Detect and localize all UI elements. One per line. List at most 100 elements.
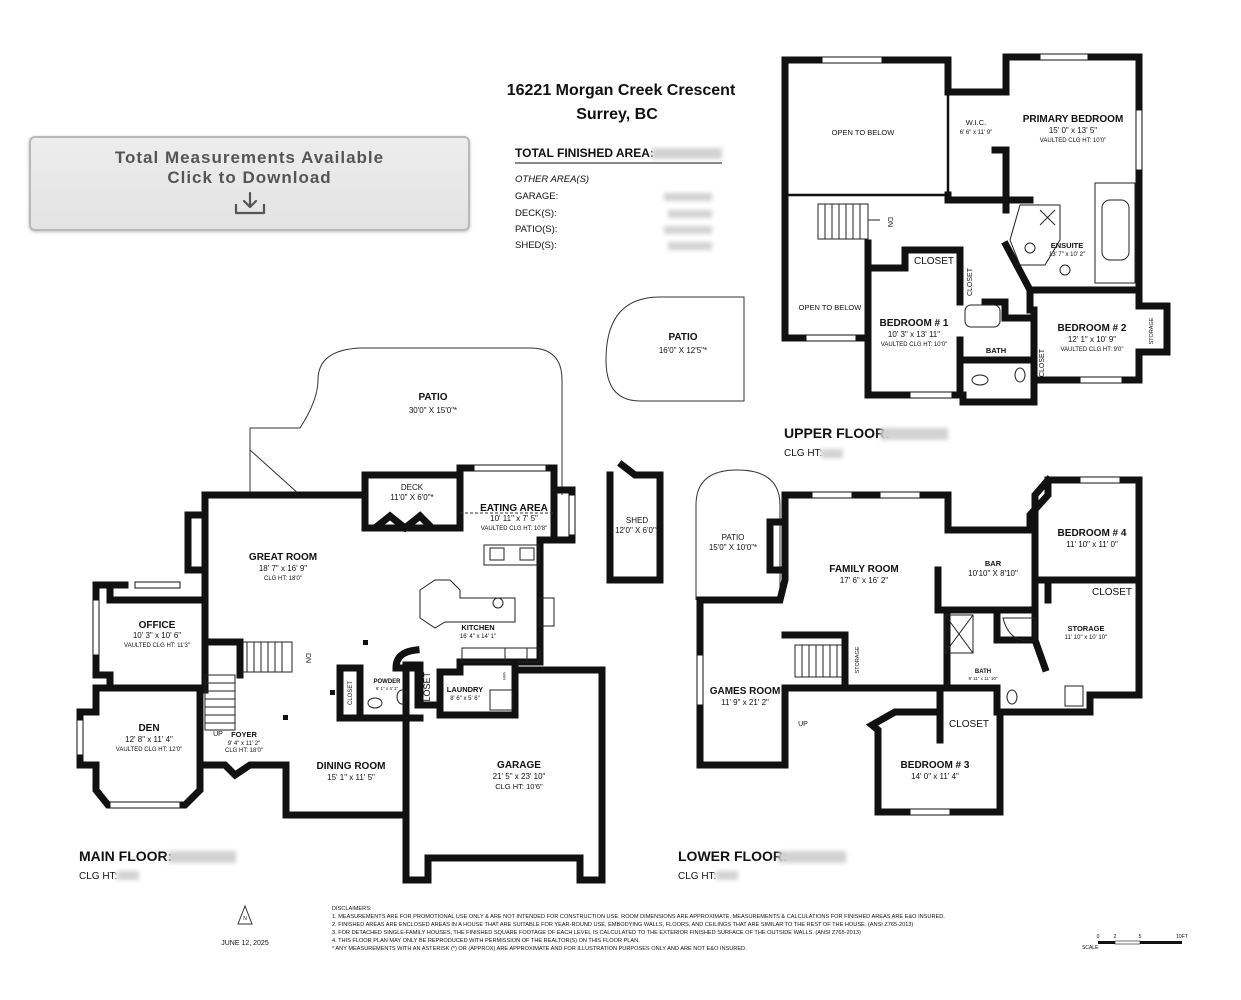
deck-area-label: DECK(S):: [515, 208, 557, 219]
svg-text:CLOSET: CLOSET: [1039, 348, 1046, 377]
total-finished-area-label: TOTAL FINISHED AREA:: [515, 146, 654, 160]
games-room-label: GAMES ROOM: [710, 686, 781, 697]
svg-text:STORAGE: STORAGE: [1068, 624, 1105, 633]
svg-text:CLG HT: 18'0": CLG HT: 18'0": [264, 576, 302, 582]
svg-text:STORAGE: STORAGE: [855, 646, 861, 673]
svg-text:PATIO: PATIO: [722, 533, 745, 542]
svg-text:11' 10" x 10' 10": 11' 10" x 10' 10": [1065, 635, 1107, 641]
svg-text:DISCLAIMERS:: DISCLAIMERS:: [332, 906, 372, 912]
svg-text:PATIO: PATIO: [668, 332, 697, 343]
svg-text:BAR: BAR: [985, 559, 1002, 568]
svg-text:8' 6" x 5' 6": 8' 6" x 5' 6": [450, 696, 480, 702]
svg-text:FOYER: FOYER: [231, 730, 257, 739]
svg-text:N: N: [243, 916, 247, 922]
svg-text:9' 11" x 11' 10": 9' 11" x 11' 10": [968, 676, 997, 681]
svg-text:15'0" X 10'0"*: 15'0" X 10'0"*: [709, 543, 757, 552]
svg-text:CLG HT: 18'0": CLG HT: 18'0": [225, 748, 263, 754]
svg-text:* ANY MEASUREMENTS WITH AN AST: * ANY MEASUREMENTS WITH AN ASTERISK (*) …: [332, 946, 747, 952]
svg-text:W.I.C.: W.I.C.: [966, 118, 986, 127]
svg-text:CLOSET: CLOSET: [949, 719, 989, 730]
svg-text:VAULTED CLG HT: 10'0": VAULTED CLG HT: 10'0": [1040, 138, 1106, 144]
svg-text:12' 1" x 10' 9": 12' 1" x 10' 9": [1068, 335, 1116, 344]
download-line1: Total Measurements Available: [114, 148, 385, 167]
den-label: DEN: [138, 723, 159, 734]
family-room-label: FAMILY ROOM: [829, 564, 898, 575]
open-to-below-2: OPEN TO BELOW: [799, 303, 863, 312]
upper-floor-plan: OPEN TO BELOW OPEN TO BELOW W.I.C. 6' 6"…: [781, 53, 1171, 459]
download-measurements-button[interactable]: Total Measurements Available Click to Do…: [29, 136, 470, 231]
shed-area-label: SHED(S):: [515, 240, 557, 251]
svg-text:ENSUITE: ENSUITE: [1051, 241, 1084, 250]
svg-text:CLG HT:: CLG HT:: [784, 448, 822, 459]
svg-text:10'10" X 8'10": 10'10" X 8'10": [968, 569, 1018, 578]
svg-text:10' 3" x 13' 11": 10' 3" x 13' 11": [888, 330, 940, 339]
upper-closet-1: CLOSET: [914, 256, 954, 267]
garage-label: GARAGE: [497, 760, 541, 771]
bedroom-4-label: BEDROOM # 4: [1058, 528, 1127, 539]
svg-text:15' 1" x 11' 5": 15' 1" x 11' 5": [327, 773, 375, 782]
svg-text:CLOSET: CLOSET: [1092, 587, 1132, 598]
svg-text:DN: DN: [886, 217, 893, 227]
svg-text:VAULTED CLG HT: 11'3": VAULTED CLG HT: 11'3": [124, 643, 190, 649]
download-line2: Click to Download: [167, 168, 332, 187]
svg-text:VAULTED CLG HT: 9'0": VAULTED CLG HT: 9'0": [1060, 347, 1123, 353]
svg-text:11' 10" x 11' 0": 11' 10" x 11' 0": [1066, 540, 1118, 549]
svg-text:0: 0: [1097, 934, 1100, 940]
svg-text:10' 3" x 10' 6": 10' 3" x 10' 6": [133, 631, 181, 640]
svg-text:8' 0" x 9' 10": 8' 0" x 9' 10": [980, 357, 1013, 363]
svg-text:CLOSET: CLOSET: [967, 267, 974, 296]
svg-text:UP: UP: [213, 731, 223, 738]
svg-text:18' 7" x 16' 9": 18' 7" x 16' 9": [259, 564, 307, 573]
svg-text:16' 4" x 14' 1": 16' 4" x 14' 1": [460, 634, 496, 640]
svg-text:CLG HT:: CLG HT:: [79, 871, 117, 882]
lower-floor-label: LOWER FLOOR:: [678, 848, 788, 864]
svg-text:1. MEASUREMENTS ARE FOR PROMOT: 1. MEASUREMENTS ARE FOR PROMOTIONAL USE …: [332, 914, 945, 920]
svg-text:10FT: 10FT: [1176, 934, 1188, 940]
svg-text:3. FOR DETACHED SINGLE-FAMILY: 3. FOR DETACHED SINGLE-FAMILY HOUSES, TH…: [332, 930, 861, 936]
bedroom-1-label: BEDROOM # 1: [880, 318, 949, 329]
patio-top: PATIO 16'0" X 12'5"*: [605, 296, 745, 402]
address-line1: 16221 Morgan Creek Crescent: [507, 82, 736, 99]
plan-date: JUNE 12, 2025: [221, 940, 269, 947]
svg-text:VAULTED CLG HT: 10'0": VAULTED CLG HT: 10'0": [881, 342, 947, 348]
other-areas-label: OTHER AREA(S): [515, 174, 589, 185]
dining-room-label: DINING ROOM: [317, 761, 386, 772]
bedroom-3-label: BEDROOM # 3: [901, 760, 970, 771]
svg-text:BATH: BATH: [986, 346, 1006, 355]
svg-text:14' 0" x 11' 4": 14' 0" x 11' 4": [911, 772, 959, 781]
svg-text:5: 5: [1139, 934, 1142, 940]
total-area-redacted: [652, 148, 722, 159]
svg-text:12' 8" x 11' 4": 12' 8" x 11' 4": [125, 735, 173, 744]
svg-text:SHED: SHED: [626, 516, 648, 525]
svg-text:11' 9" x 21' 2": 11' 9" x 21' 2": [721, 698, 769, 707]
svg-text:4. THIS FLOOR PLAN MAY ONLY BE: 4. THIS FLOOR PLAN MAY ONLY BE REPRODUCE…: [332, 938, 640, 944]
eating-area-label: EATING AREA: [480, 503, 548, 514]
svg-text:11'0" X 6'0"*: 11'0" X 6'0"*: [390, 493, 433, 502]
north-arrow: N: [237, 904, 253, 925]
svg-text:16'0" X 12'5"*: 16'0" X 12'5"*: [659, 346, 707, 355]
svg-text:13' 7" x 10' 2": 13' 7" x 10' 2": [1049, 252, 1085, 258]
download-icon: [234, 191, 265, 215]
svg-text:21' 5" x 23' 10": 21' 5" x 23' 10": [493, 772, 546, 781]
primary-bedroom-label: PRIMARY BEDROOM: [1023, 114, 1124, 125]
svg-text:SCALE: SCALE: [1082, 945, 1099, 951]
patio-area-label: PATIO(S):: [515, 224, 557, 235]
office-label: OFFICE: [139, 620, 176, 631]
svg-text:DECK: DECK: [401, 483, 424, 492]
svg-text:9' 4" x 11' 2": 9' 4" x 11' 2": [228, 741, 260, 747]
svg-text:17' 6" x 16' 2": 17' 6" x 16' 2": [840, 576, 888, 585]
svg-text:KITCHEN: KITCHEN: [461, 623, 494, 632]
svg-text:2: 2: [1114, 934, 1117, 940]
svg-text:CLG HT:: CLG HT:: [678, 871, 716, 882]
svg-text:6' 1" x 4' 1": 6' 1" x 4' 1": [376, 686, 399, 691]
svg-text:15' 0" x 13' 5": 15' 0" x 13' 5": [1049, 126, 1097, 135]
svg-text:VAULTED CLG HT: 10'8": VAULTED CLG HT: 10'8": [481, 526, 547, 532]
svg-text:10' 11" x 7' 5": 10' 11" x 7' 5": [490, 514, 538, 523]
svg-text:PATIO: PATIO: [418, 392, 447, 403]
bedroom-2-label: BEDROOM # 2: [1058, 323, 1127, 334]
svg-text:VAULTED CLG HT: 12'0": VAULTED CLG HT: 12'0": [116, 747, 182, 753]
svg-text:LAUNDRY: LAUNDRY: [447, 685, 483, 694]
lower-floor-plan: PATIO 15'0" X 10'0"* FAMILY ROOM 17' 6": [678, 469, 1143, 882]
svg-text:STORAGE: STORAGE: [1149, 317, 1155, 344]
